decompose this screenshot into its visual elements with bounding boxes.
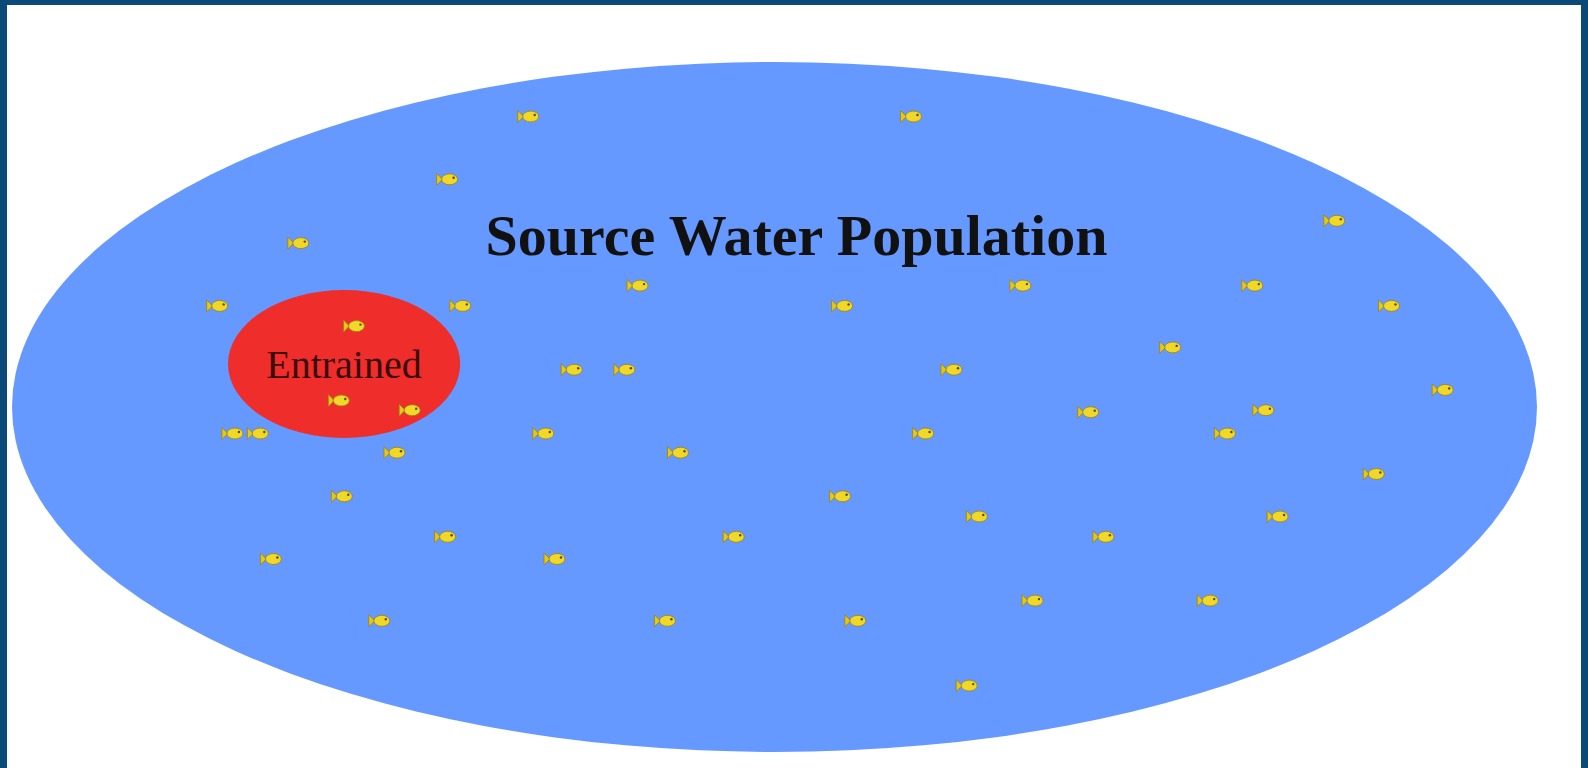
fish-icon — [518, 111, 539, 123]
fish-icon — [614, 364, 635, 376]
fish-icon — [369, 615, 390, 627]
ellipse-fill — [12, 62, 1537, 752]
fish-icon — [1160, 341, 1181, 353]
fish-icon — [533, 428, 554, 440]
fish-icon — [1242, 280, 1263, 292]
fish-icon — [331, 490, 352, 502]
fish-icon — [901, 111, 922, 123]
fish-icon — [723, 531, 744, 543]
fish-icon — [399, 404, 420, 416]
fish-icon — [450, 300, 471, 312]
fish-icon — [1253, 404, 1274, 416]
fish-icon — [1197, 595, 1218, 607]
fish-icon — [1010, 280, 1031, 292]
region-title: Source Water Population — [486, 202, 1108, 269]
fish-icon — [288, 237, 309, 249]
fish-icon — [627, 280, 648, 292]
fish-icon — [1214, 428, 1235, 440]
fish-icon — [1078, 406, 1099, 418]
fish-icon — [1093, 531, 1114, 543]
entrained-ellipse: Entrained — [228, 290, 460, 438]
fish-icon — [832, 300, 853, 312]
fish-icon — [845, 615, 866, 627]
fish-icon — [966, 511, 987, 523]
fish-icon — [668, 447, 689, 459]
fish-icon — [830, 490, 851, 502]
fish-icon — [328, 395, 349, 407]
fish-icon — [654, 615, 675, 627]
fish-icon — [260, 553, 281, 565]
ellipse-fill — [228, 290, 460, 438]
fish-icon — [344, 320, 365, 332]
fish-icon — [561, 364, 582, 376]
population-ellipse: Source Water PopulationEntrained — [12, 62, 1537, 752]
fish-icon — [222, 428, 243, 440]
region-label: Entrained — [266, 341, 422, 388]
fish-icon — [384, 447, 405, 459]
fish-icon — [1379, 300, 1400, 312]
ellipse-outline — [12, 62, 1537, 752]
fish-icon — [1432, 384, 1453, 396]
fish-icon — [247, 428, 268, 440]
fish-icon — [435, 531, 456, 543]
fish-icon — [1324, 215, 1345, 227]
fish-icon — [544, 553, 565, 565]
fish-icon — [913, 428, 934, 440]
fish-icon — [1267, 511, 1288, 523]
fish-icon — [956, 680, 977, 692]
fish-icon — [207, 300, 228, 312]
fish-icon — [941, 364, 962, 376]
fish-icon — [1022, 595, 1043, 607]
fish-icon — [437, 173, 458, 185]
fish-icon — [1363, 468, 1384, 480]
